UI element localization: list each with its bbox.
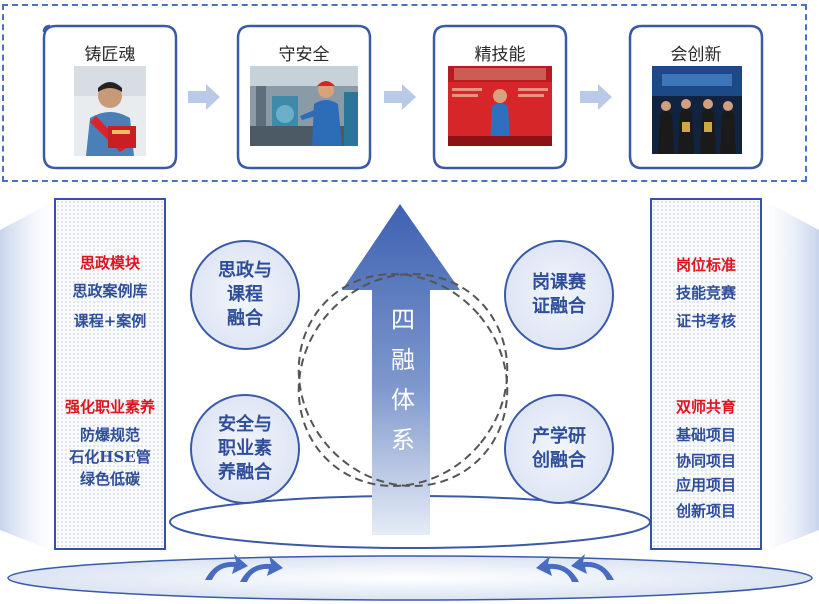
worker-at-plant-valves-photo <box>250 66 358 146</box>
center-label-char: 融 <box>391 346 415 374</box>
bubble-label: 安全与 职业素 养融合 <box>218 414 272 483</box>
panel-heading: 强化职业素养 <box>64 398 155 416</box>
panel-heading: 思政模块 <box>79 254 140 272</box>
panel-item: 石化HSE管 <box>69 448 151 466</box>
step-card-4: 会创新 <box>628 24 764 170</box>
bubble-ideology-curriculum: 思政与 课程 融合 <box>190 240 300 350</box>
panel-heading: 岗位标准 <box>675 256 736 274</box>
student-with-award-sash-photo <box>74 66 146 156</box>
step-title: 精技能 <box>474 45 526 65</box>
panel-item: 思政案例库 <box>72 282 148 300</box>
left-panel: 思政模块 思政案例库 课程+案例 强化职业素养 防爆规范 石化HSE管 绿色低碳 <box>54 198 166 550</box>
team-with-trophies-photo <box>652 66 742 154</box>
bubble-label: 产学研 创融合 <box>532 426 586 471</box>
bubble-label: 思政与 课程 融合 <box>218 260 272 329</box>
panel-item: 证书考核 <box>675 312 736 330</box>
panel-item: 应用项目 <box>675 476 736 494</box>
top-process-container <box>2 4 807 182</box>
bubble-post-course-competition: 岗课赛 证融合 <box>504 240 614 350</box>
step-title: 铸匠魂 <box>84 45 136 65</box>
step-title: 守安全 <box>278 45 330 65</box>
panel-item: 绿色低碳 <box>79 470 140 488</box>
step-arrow-icon <box>384 84 416 110</box>
panel-item: 技能竞赛 <box>675 284 736 302</box>
center-label-char: 体 <box>391 386 415 414</box>
panel-item: 课程+案例 <box>73 312 147 330</box>
panel-item: 防爆规范 <box>79 426 140 444</box>
diagram-background <box>0 200 819 601</box>
bubble-industry-research: 产学研 创融合 <box>504 394 614 504</box>
step-arrow-icon <box>188 84 220 110</box>
bubble-safety-literacy: 安全与 职业素 养融合 <box>190 394 300 504</box>
panel-item: 创新项目 <box>675 502 736 520</box>
step-title: 会创新 <box>670 45 722 65</box>
swirl-arrows-icon <box>205 554 614 582</box>
panel-item: 基础项目 <box>675 426 736 444</box>
panel-heading: 双师共育 <box>675 398 736 416</box>
step-card-3: 精技能 <box>432 24 568 170</box>
step-card-1: 铸匠魂 <box>42 24 178 170</box>
center-label-char: 四 <box>391 306 415 334</box>
step-arrow-icon <box>580 84 612 110</box>
center-label-char: 系 <box>391 426 415 454</box>
panel-item: 协同项目 <box>675 452 736 470</box>
step-card-2: 守安全 <box>236 24 372 170</box>
right-panel: 岗位标准 技能竞赛 证书考核 双师共育 基础项目 协同项目 应用项目 创新项目 <box>650 198 762 550</box>
worker-on-stage-photo <box>448 66 552 146</box>
bubble-label: 岗课赛 证融合 <box>532 272 586 317</box>
